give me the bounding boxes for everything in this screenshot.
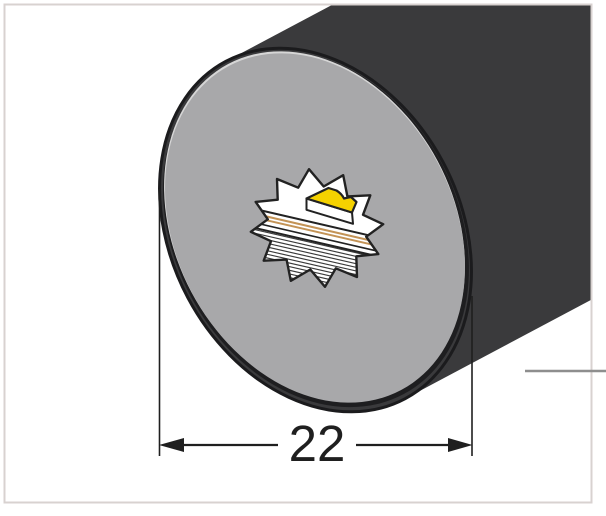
plate-tan-strip-1 bbox=[253, 212, 383, 245]
spline-outline bbox=[249, 168, 385, 288]
arrowhead-right-icon bbox=[448, 438, 473, 452]
plate-tan-strip-2 bbox=[252, 216, 382, 248]
spring-block-top bbox=[305, 186, 358, 214]
dimension: 22 bbox=[158, 189, 473, 472]
arrowhead-left-icon bbox=[159, 438, 184, 452]
insert-plate bbox=[250, 207, 384, 258]
dimension-label: 22 bbox=[289, 415, 346, 472]
plate-front-edge bbox=[251, 221, 381, 253]
frame-border bbox=[3, 3, 593, 504]
spring-block bbox=[305, 186, 358, 225]
